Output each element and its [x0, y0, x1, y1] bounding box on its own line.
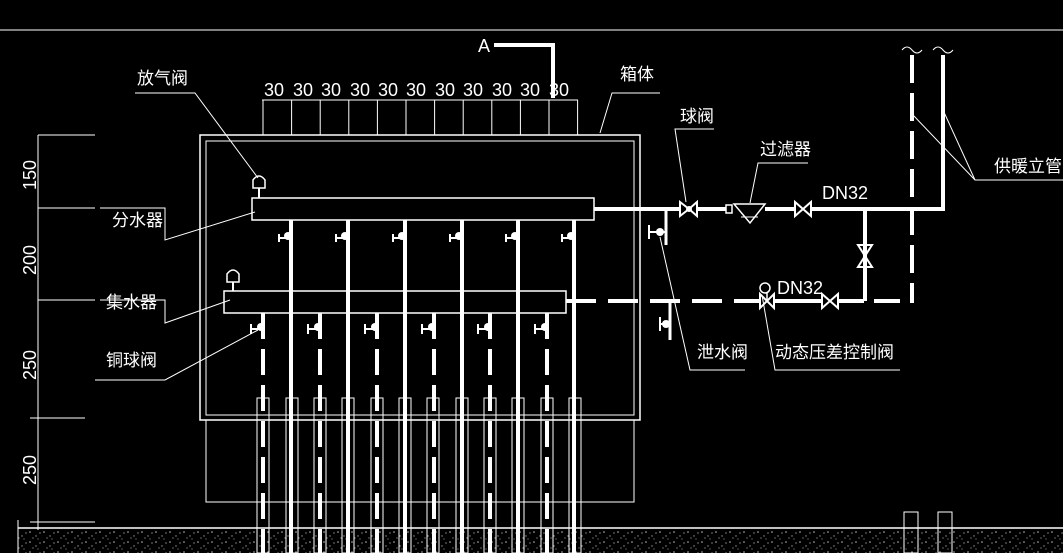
supply-branch-valve-icon [341, 232, 349, 240]
supply-branch-valve-icon [567, 232, 575, 240]
supply-air-vent-icon [252, 175, 266, 198]
pipe-sleeve [540, 397, 554, 553]
top-dim-9: 30 [520, 80, 540, 100]
return-branch-valve-icon [484, 323, 492, 331]
pipe-sleeve [426, 397, 440, 553]
section-mark: A [478, 36, 555, 98]
pipe-sleeve [285, 397, 299, 553]
supply-manifold-label: 分水器 [112, 211, 163, 231]
bypass-valve-icon [856, 244, 874, 268]
top-dim-8: 30 [492, 80, 512, 100]
ball-valve-icon [679, 199, 698, 219]
top-dim-5: 30 [406, 80, 426, 100]
return-valve-icon [821, 291, 839, 311]
branch-pipes [250, 220, 582, 553]
left-dim-3: 250 [20, 455, 40, 485]
top-dim-0: 30 [264, 80, 284, 100]
top-dim-4: 30 [378, 80, 398, 100]
top-dim-2: 30 [321, 80, 341, 100]
left-dim-1: 200 [20, 245, 40, 275]
supply-branch-valve-icon [398, 232, 406, 240]
riser-label: 供暖立管 [994, 157, 1062, 177]
return-branch-valve-icon [371, 323, 379, 331]
supply-valve-icon [794, 199, 812, 219]
left-dimension-column: 150 200 250 250 [20, 134, 95, 530]
pipe-sleeve [370, 397, 384, 553]
section-mark-label: A [478, 36, 490, 56]
drain-valve-label: 泄水阀 [697, 343, 748, 363]
supply-manifold-body [251, 197, 595, 221]
supply-branch-valve-icon [284, 232, 292, 240]
top-dim-10: 30 [549, 80, 569, 100]
return-branch-valve-icon [314, 323, 322, 331]
pipe-sleeve [568, 397, 582, 553]
left-dim-2: 250 [20, 350, 40, 380]
supply-branch-valve-icon [455, 232, 463, 240]
return-branch-valve-icon [257, 323, 265, 331]
pipe-sleeve [398, 397, 412, 553]
return-air-vent-icon [226, 269, 240, 291]
dp-control-valve-label: 动态压差控制阀 [775, 343, 894, 363]
filter-label: 过滤器 [760, 140, 811, 160]
floor-sleeves [903, 511, 953, 553]
filter-icon [725, 203, 767, 225]
top-dim-6: 30 [435, 80, 455, 100]
drain-valve-return-icon [659, 301, 672, 340]
return-branch-valve-icon [541, 323, 549, 331]
left-dim-0: 150 [20, 160, 40, 190]
top-dim-1: 30 [293, 80, 313, 100]
cabinet-box [199, 134, 641, 503]
pipe-sleeve [313, 397, 327, 553]
top-dimension-string: 30 30 30 30 30 30 30 30 30 30 30 [262, 80, 579, 135]
drain-valve-supply-icon [648, 209, 668, 245]
pipe-size-supply-label: DN32 [822, 183, 868, 203]
return-branch-valve-icon [428, 323, 436, 331]
return-manifold-body [223, 290, 567, 314]
ball-valve-label: 球阀 [680, 107, 714, 127]
top-dim-7: 30 [463, 80, 483, 100]
pipe-sleeve [256, 397, 270, 553]
cabinet-label: 箱体 [620, 65, 654, 85]
pipe-sleeve [455, 397, 469, 553]
copper-ball-valve-label: 铜球阀 [106, 351, 157, 371]
pipe-sleeve [341, 397, 355, 553]
return-manifold-label: 集水器 [106, 293, 157, 313]
supply-branch-valve-icon [511, 232, 519, 240]
leader-lines [95, 92, 1063, 381]
pipe-size-return-label: DN32 [777, 278, 823, 298]
pipe-sleeve [511, 397, 525, 553]
pipe-sleeve [483, 397, 497, 553]
air-vent-label: 放气阀 [137, 69, 188, 89]
top-dim-3: 30 [350, 80, 370, 100]
